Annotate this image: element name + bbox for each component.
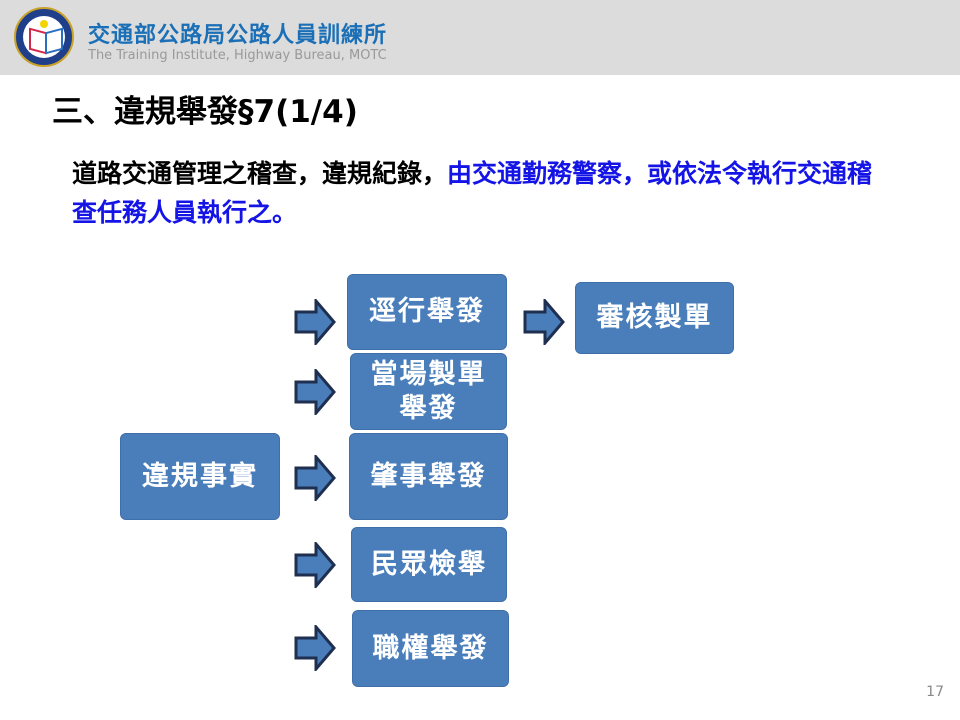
institute-logo [14, 7, 74, 67]
box-review-ticket: 審核製單 [575, 282, 734, 354]
body-text-blue: 由交通勤務警察，或依法令執行交通稽查任務人員執行之。 [72, 159, 873, 227]
slide-body-text: 道路交通管理之稽查，違規紀錄，由交通勤務警察，或依法令執行交通稽查任務人員執行之… [72, 154, 892, 232]
box-branch-5: 職權舉發 [352, 610, 509, 687]
right-arrow-icon [294, 296, 336, 348]
right-arrow-icon [294, 622, 336, 674]
slide-title: 三、違規舉發§7(1/4) [52, 94, 358, 130]
org-name-chinese: 交通部公路局公路人員訓練所 [88, 23, 388, 48]
org-name-english: The Training Institute, Highway Bureau, … [88, 48, 387, 63]
page-number: 17 [926, 684, 944, 700]
box-violation-fact: 違規事實 [120, 433, 280, 520]
right-arrow-icon [523, 296, 565, 348]
slide-header: 交通部公路局公路人員訓練所 The Training Institute, Hi… [0, 0, 960, 75]
body-text-black: 道路交通管理之稽查，違規紀錄， [72, 159, 448, 188]
box-branch-3: 肇事舉發 [349, 433, 508, 520]
right-arrow-icon [294, 452, 336, 504]
box-branch-2: 當場製單舉發 [350, 353, 507, 430]
box-branch-4: 民眾檢舉 [351, 527, 507, 602]
right-arrow-icon [294, 366, 336, 418]
right-arrow-icon [294, 539, 336, 591]
box-branch-1: 逕行舉發 [347, 274, 507, 350]
